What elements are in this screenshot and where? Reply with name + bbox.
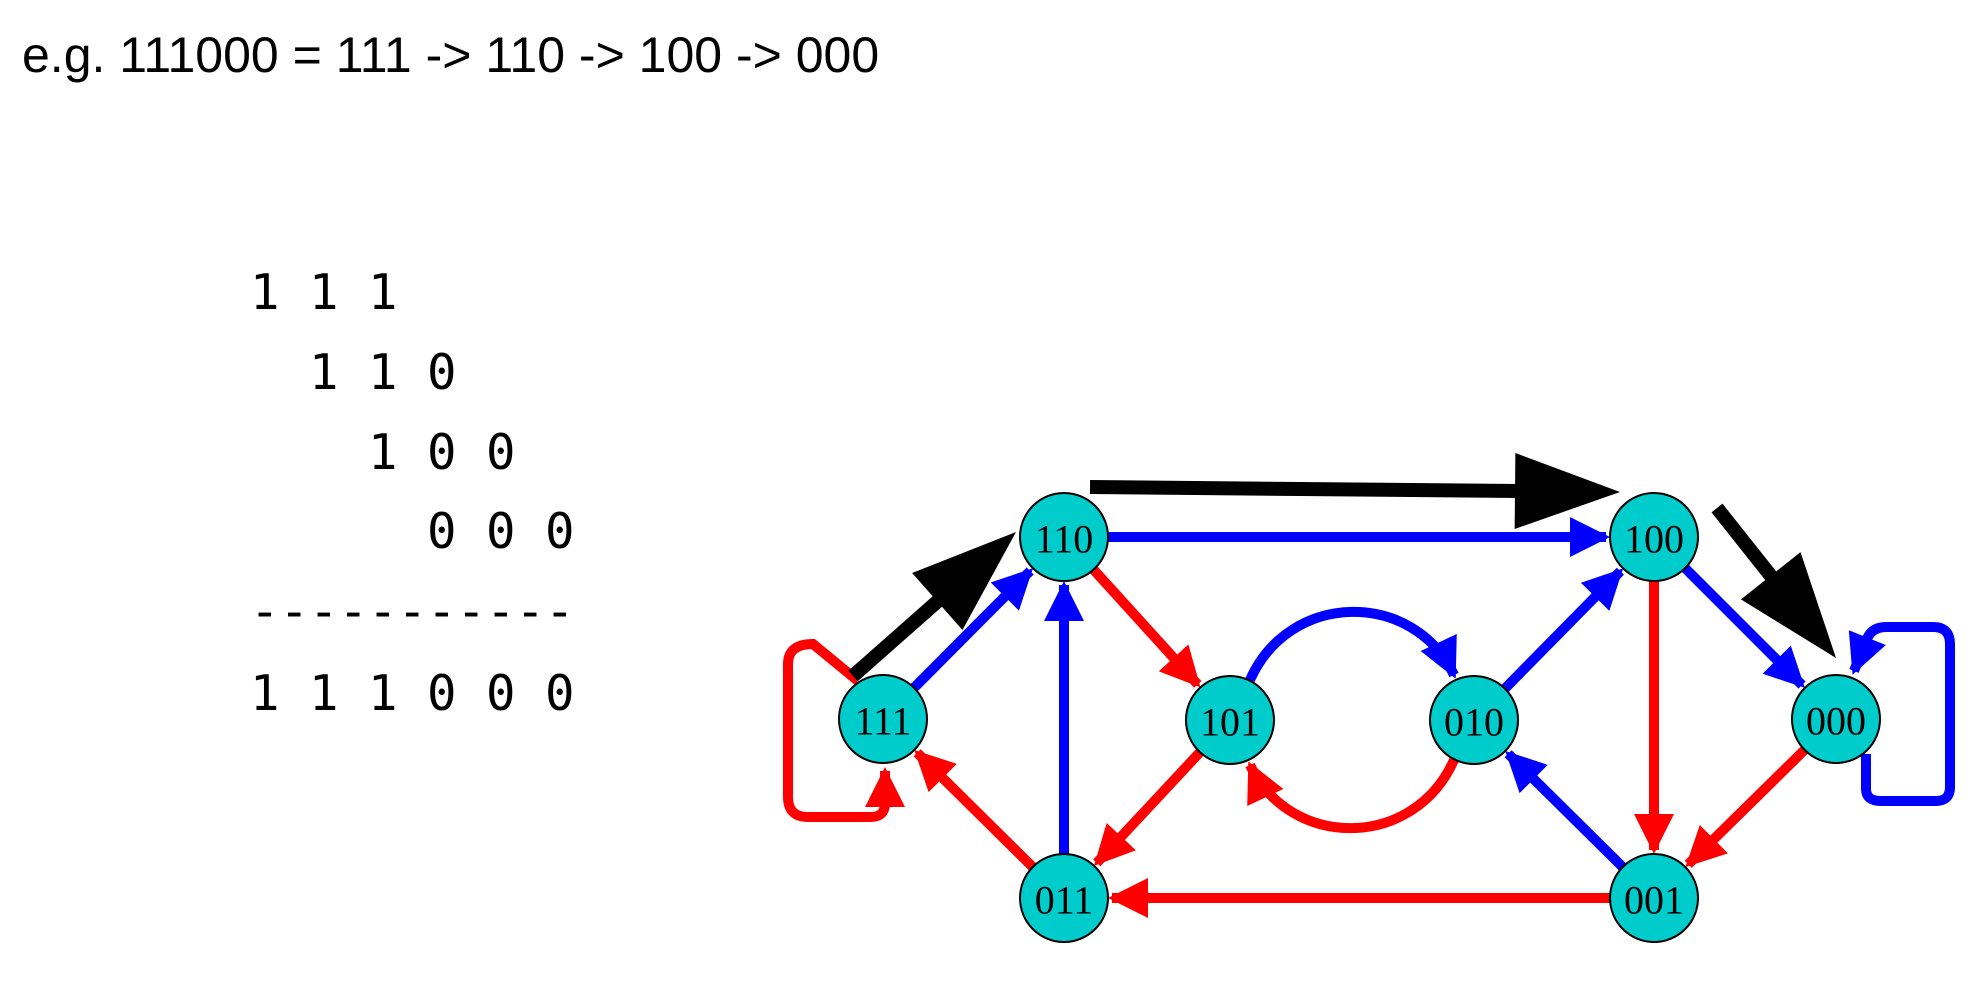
node-101: 101 <box>1185 675 1275 765</box>
calc-separator: ----------- <box>250 583 575 640</box>
node-001: 001 <box>1609 853 1699 943</box>
calc-row-2: 1 1 0 <box>309 344 457 401</box>
edge-101-to-011 <box>1093 748 1204 867</box>
calc-row-3: 1 0 0 <box>368 424 516 481</box>
node-label-001: 001 <box>1624 878 1684 923</box>
calc-row-1: 1 1 1 <box>250 264 398 321</box>
edge-111-to-111 <box>783 638 905 822</box>
path-arrow-shaft <box>1089 480 1520 499</box>
node-circle-110 <box>1019 492 1109 582</box>
path-arrow-head <box>1740 552 1836 658</box>
node-111: 111 <box>838 674 928 764</box>
edge-000-to-000 <box>1848 622 1955 806</box>
node-circle-100 <box>1609 492 1699 582</box>
node-011: 011 <box>1019 853 1109 943</box>
path-arrow-head <box>1514 453 1620 530</box>
edge-110-to-101 <box>1089 566 1202 688</box>
node-circle-001 <box>1609 853 1699 943</box>
calc-row-4: 0 0 0 <box>427 503 575 560</box>
node-circle-011 <box>1019 853 1109 943</box>
edge-010-to-101 <box>1245 757 1459 834</box>
node-000: 000 <box>1791 674 1881 764</box>
path-arrow-111-to-110 <box>848 532 1016 682</box>
node-circle-000 <box>1791 674 1881 764</box>
path-arrow-100-to-000 <box>1711 503 1836 658</box>
highlighted-path-layer <box>848 453 1836 682</box>
node-label-000: 000 <box>1806 699 1866 744</box>
edges-layer <box>783 517 1955 918</box>
node-100: 100 <box>1609 492 1699 582</box>
node-circle-111 <box>838 674 928 764</box>
node-label-111: 111 <box>854 699 911 744</box>
edge-001-to-010 <box>1504 750 1627 871</box>
node-label-011: 011 <box>1035 878 1094 923</box>
edge-111-to-110 <box>910 567 1034 692</box>
nodes-layer: 111 110 101 010 100 000 011 001 <box>838 492 1881 943</box>
path-arrow-shaft <box>848 593 945 682</box>
node-110: 110 <box>1019 492 1109 582</box>
path-arrow-head <box>912 532 1016 630</box>
edge-011-to-111 <box>913 749 1037 871</box>
node-label-101: 101 <box>1200 700 1260 745</box>
node-label-110: 110 <box>1035 517 1094 562</box>
node-circle-101 <box>1185 675 1275 765</box>
edge-100-to-000 <box>1681 564 1806 689</box>
edge-010-to-100 <box>1501 567 1624 693</box>
edge-101-to-010 <box>1245 606 1459 683</box>
example-heading: e.g. 111000 = 111 -> 110 -> 100 -> 000 <box>22 27 880 83</box>
path-arrow-110-to-100 <box>1089 453 1620 530</box>
node-label-010: 010 <box>1444 700 1504 745</box>
node-010: 010 <box>1429 675 1519 765</box>
node-circle-010 <box>1429 675 1519 765</box>
node-label-100: 100 <box>1624 517 1684 562</box>
edge-000-to-001 <box>1684 746 1809 868</box>
path-arrow-shaft <box>1711 503 1779 584</box>
calc-result: 1 1 1 0 0 0 <box>250 665 575 722</box>
